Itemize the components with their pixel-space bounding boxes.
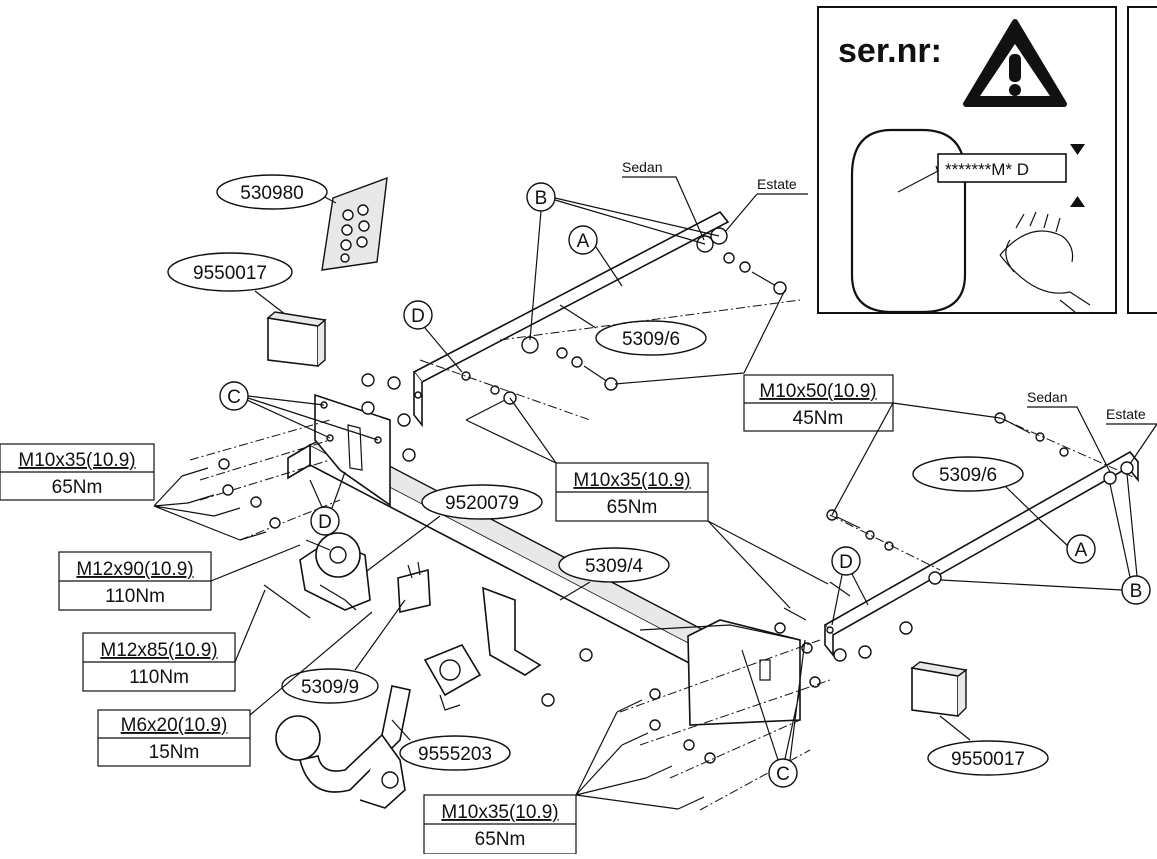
- middle-bracket: [482, 586, 593, 707]
- left-bracket: [314, 393, 391, 507]
- variant-estate-top: Estate: [757, 176, 797, 192]
- bolt-torque: 110Nm: [105, 586, 165, 607]
- bolt-size: M10x35(10.9): [18, 450, 135, 471]
- bolt-size: M12x85(10.9): [100, 640, 217, 661]
- socket-bracket-icon: [397, 561, 431, 613]
- callout-d-top-letter: D: [411, 306, 425, 327]
- bolt-spec-m10x35-middle: M10x35(10.9) 65Nm: [555, 462, 709, 522]
- socket-plate-icon: [299, 532, 371, 611]
- callout-a-right: [1066, 534, 1096, 564]
- callout-b-right-letter: B: [1130, 581, 1143, 602]
- crossbar-right: [823, 450, 1140, 658]
- variant-estate-right: Estate: [1106, 406, 1146, 422]
- bolt-spec-m10x35-left: M10x35(10.9) 65Nm: [0, 443, 155, 501]
- part-number-crossbar-top: 5309/6: [622, 329, 680, 350]
- callout-a-top-letter: A: [577, 231, 590, 252]
- electric-kit-bottom-icon: [910, 661, 968, 717]
- part-number-electric-top: 9550017: [193, 263, 267, 284]
- marker-down-icon: [1070, 144, 1085, 155]
- part-label-tow-ball: [399, 735, 511, 771]
- part-label-electric-top: [167, 252, 293, 292]
- callout-b-top-letter: B: [535, 188, 548, 209]
- bolt-torque: 15Nm: [149, 742, 200, 763]
- bolt-size: M12x90(10.9): [76, 559, 193, 580]
- part-number-kit-bag: 530980: [240, 183, 303, 204]
- bolt-set-left: [181, 458, 281, 541]
- part-label-main-beam: [558, 547, 670, 583]
- electric-kit-top-icon: [266, 311, 327, 367]
- bolt-spec-m6x20: M6x20(10.9) 15Nm: [97, 709, 251, 767]
- callout-c-bottom: [768, 758, 798, 788]
- bolt-size: M10x35(10.9): [441, 802, 558, 823]
- part-label-crossbar-top: [595, 320, 707, 356]
- part-number-socket-bracket: 5309/9: [301, 677, 359, 698]
- callout-a-right-letter: A: [1075, 540, 1088, 561]
- warning-triangle-icon: [963, 19, 1067, 107]
- part-number-socket-plate: 9520079: [445, 493, 519, 514]
- kit-bag-icon: [321, 176, 388, 271]
- serial-code-box: [937, 153, 1067, 183]
- bolt-torque: 45Nm: [793, 408, 844, 429]
- bolt-size: M10x35(10.9): [573, 470, 690, 491]
- bolt-size: M10x50(10.9): [759, 381, 876, 402]
- part-label-socket-plate: [421, 484, 543, 520]
- nut-set-left: [361, 373, 416, 462]
- eye-icon: [999, 211, 1091, 313]
- bolt-spec-m10x50: M10x50(10.9) 45Nm: [743, 374, 894, 432]
- part-number-main-beam: 5309/4: [585, 556, 644, 577]
- bolt-torque: 110Nm: [129, 667, 189, 688]
- part-number-electric-bottom: 9550017: [951, 749, 1025, 770]
- callout-d-left: [310, 506, 340, 536]
- serial-label: ser.nr:: [838, 32, 942, 70]
- part-number-tow-ball: 9555203: [418, 744, 492, 765]
- bolt-set-top: [461, 252, 787, 421]
- callout-c-left-letter: C: [227, 387, 241, 408]
- part-label-socket-bracket: [281, 668, 379, 704]
- variant-sedan-top: Sedan: [622, 159, 662, 175]
- crossbar-top: [412, 210, 730, 428]
- marker-up-icon: [1070, 196, 1085, 207]
- part-label-crossbar-right: [912, 456, 1024, 492]
- lock-icon: [423, 644, 482, 711]
- tow-ball-outline-icon: [850, 128, 967, 314]
- part-number-crossbar-right: 5309/6: [939, 465, 997, 486]
- part-label-electric-bottom: [927, 740, 1049, 776]
- bolt-set-right: [826, 412, 1069, 551]
- serial-warning-panel: ser.nr: *******M* D: [817, 6, 1157, 314]
- bolt-size: M6x20(10.9): [121, 715, 228, 736]
- bolt-torque: 65Nm: [607, 497, 658, 518]
- callout-d-right: [831, 546, 861, 576]
- serial-code: *******M* D: [945, 160, 1029, 179]
- callout-d-top: [403, 300, 433, 330]
- tow-ball-icon: [275, 685, 411, 809]
- bolt-spec-m12x90: M12x90(10.9) 110Nm: [58, 551, 212, 611]
- callout-d-right-letter: D: [839, 552, 853, 573]
- variant-sedan-right: Sedan: [1027, 389, 1067, 405]
- bolt-spec-m12x85: M12x85(10.9) 110Nm: [82, 632, 236, 692]
- bolt-torque: 65Nm: [475, 829, 526, 850]
- callout-a-top: [568, 225, 598, 255]
- part-label-kit-bag: [216, 174, 328, 210]
- callout-c-bottom-letter: C: [776, 764, 790, 785]
- callout-d-left-letter: D: [318, 512, 332, 533]
- bolt-spec-m10x35-bottom: M10x35(10.9) 65Nm: [423, 794, 577, 855]
- bolt-torque: 65Nm: [52, 477, 103, 498]
